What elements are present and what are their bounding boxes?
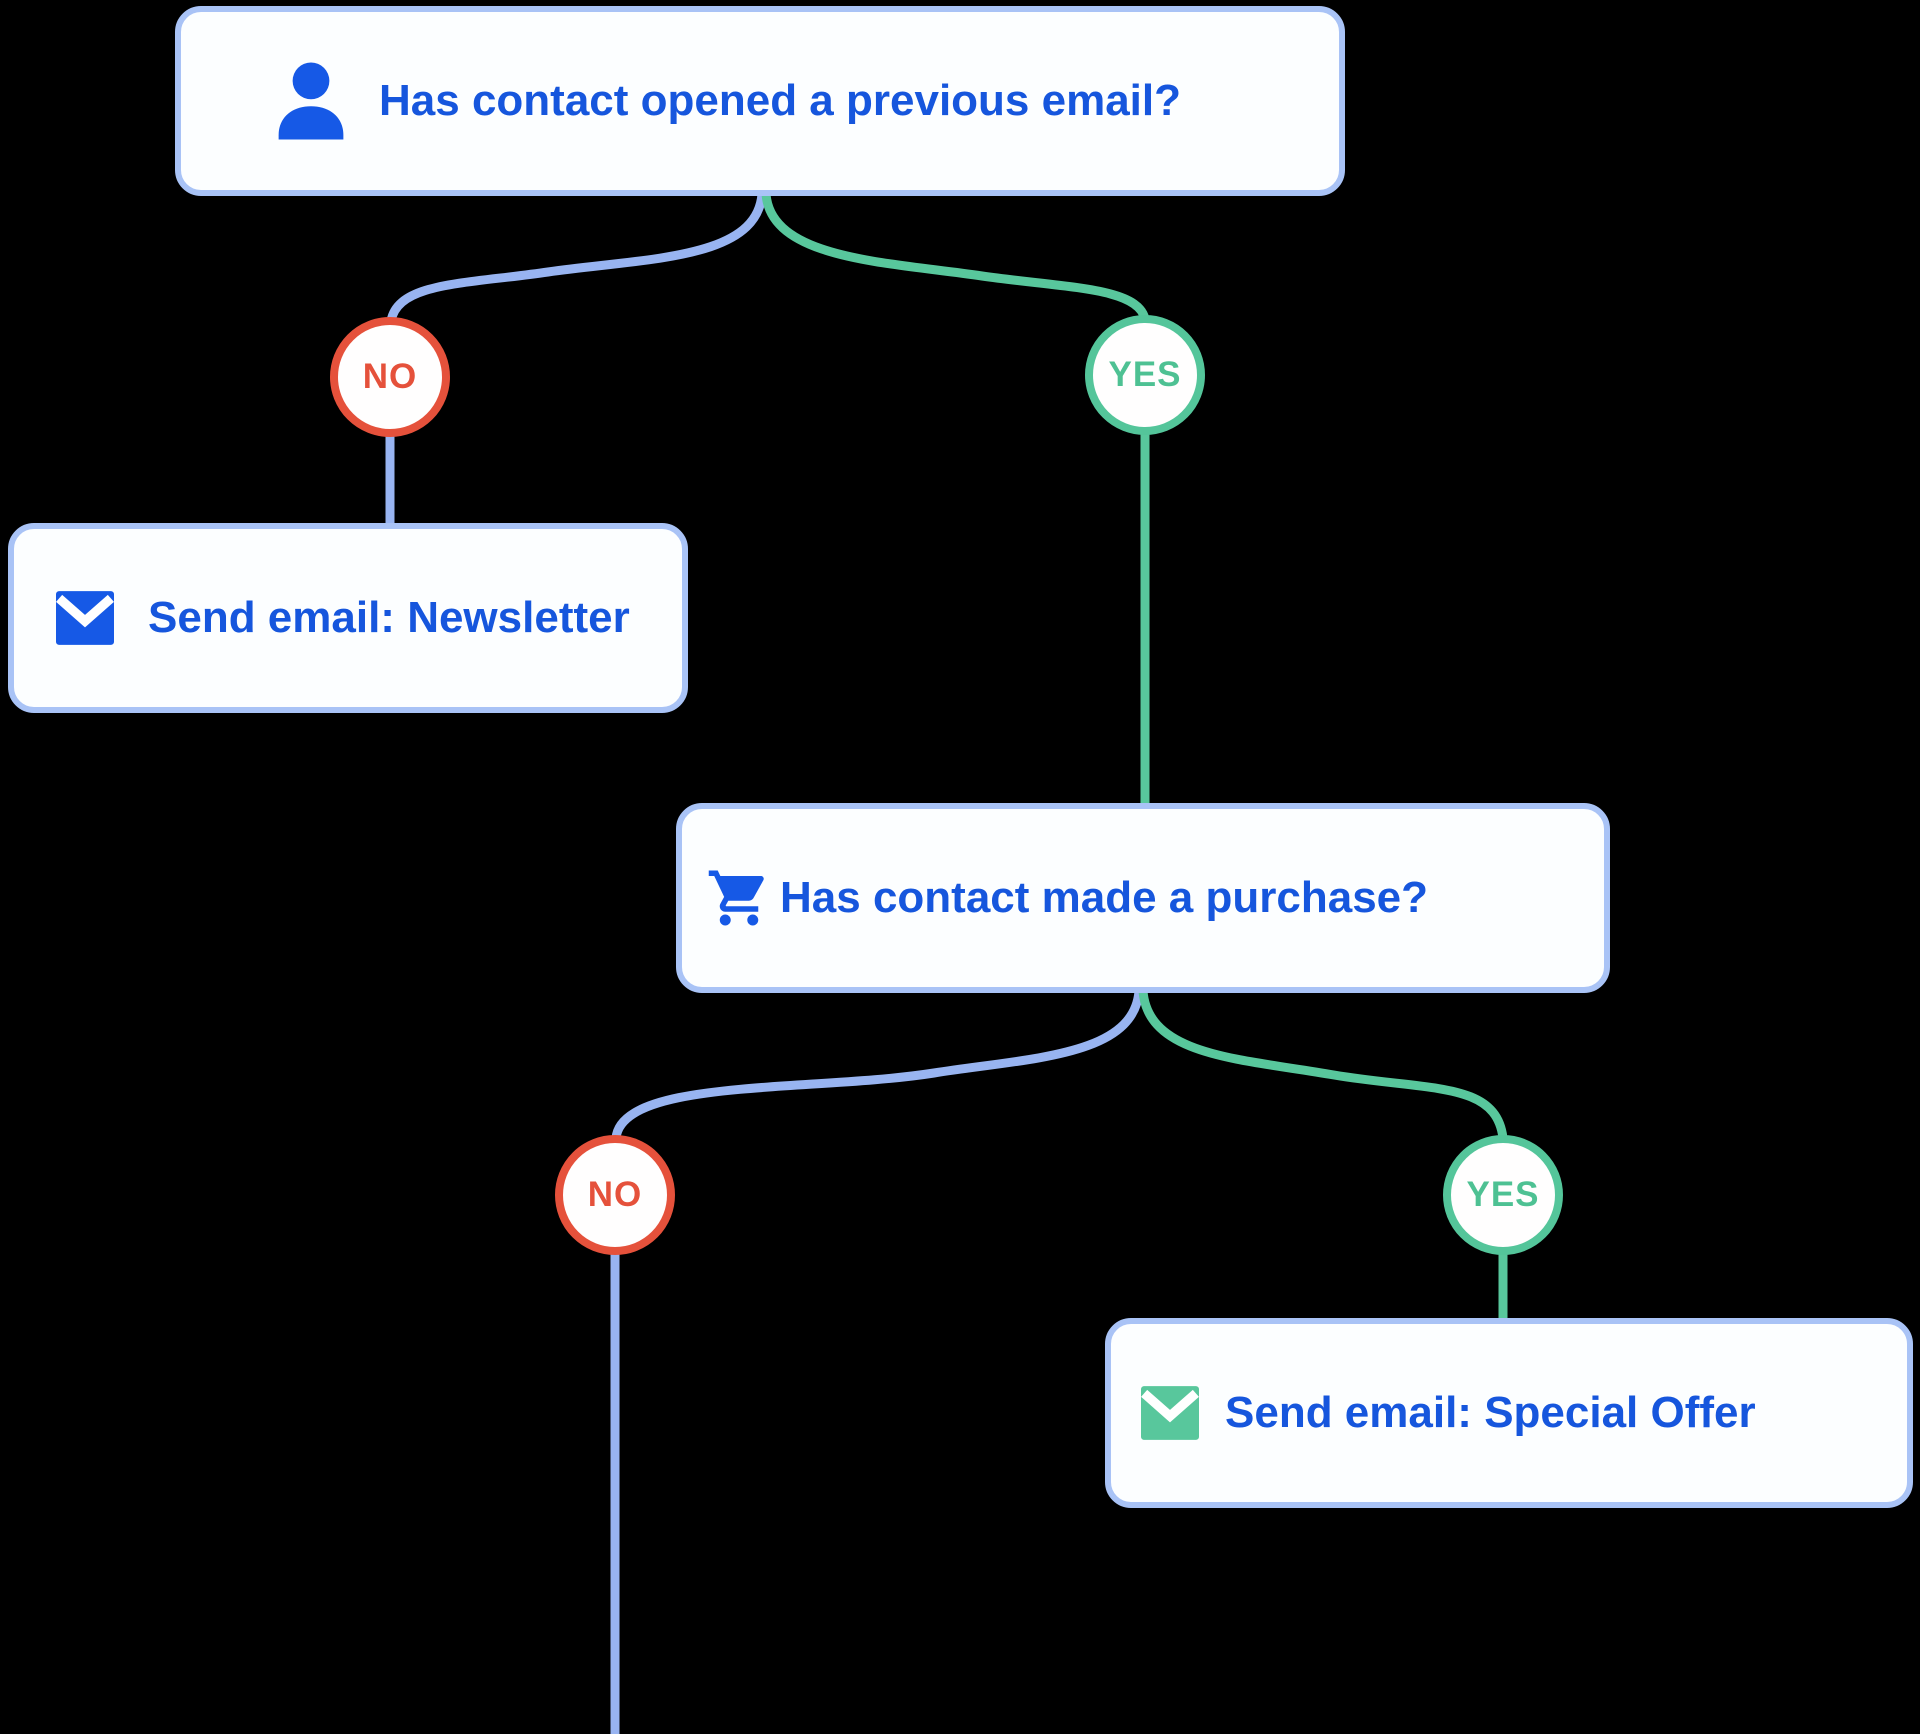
node-label: Send email: Special Offer [1225,1388,1756,1437]
branch-yes-2[interactable]: YES [1443,1135,1563,1255]
branch-label: YES [1108,355,1182,394]
node-label: Has contact opened a previous email? [379,76,1182,125]
edge-question1-no [386,189,767,326]
node-label: Has contact made a purchase? [780,873,1429,922]
node-question-opened-email[interactable]: Has contact opened a previous email? [175,6,1345,196]
edge-question1-yes [761,189,1150,324]
node-question-made-purchase[interactable]: Has contact made a purchase? [676,803,1610,993]
branch-yes-1[interactable]: YES [1085,315,1205,435]
branch-label: NO [587,1175,643,1214]
node-send-newsletter[interactable]: Send email: Newsletter [8,523,688,713]
branch-label: NO [362,357,418,396]
person-icon [269,59,353,143]
branch-no-2[interactable]: NO [555,1135,675,1255]
edge-question2-yes [1138,986,1508,1143]
edge-question2-no [611,986,1144,1143]
envelope-icon [56,591,114,645]
cart-icon [706,865,772,931]
branch-label: YES [1466,1175,1540,1214]
envelope-icon [1141,1386,1199,1440]
branch-no-1[interactable]: NO [330,317,450,437]
node-label: Send email: Newsletter [148,593,630,642]
node-send-special-offer[interactable]: Send email: Special Offer [1105,1318,1913,1508]
